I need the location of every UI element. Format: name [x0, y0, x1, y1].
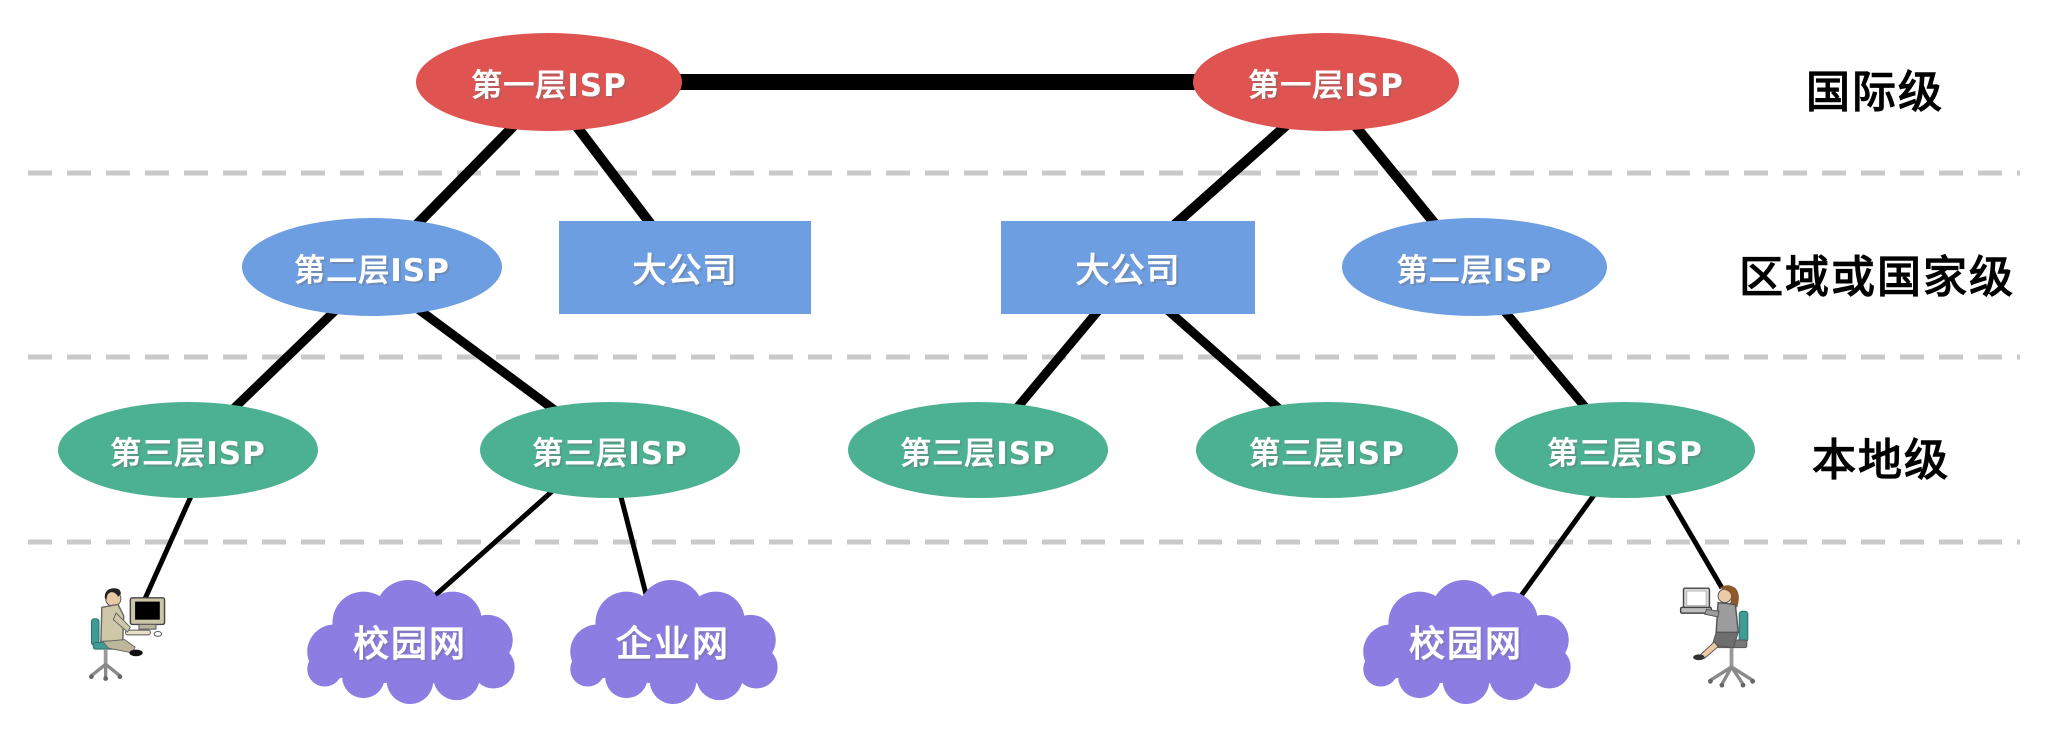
person-with-laptop-clipart	[1672, 578, 1768, 703]
node-tier2-isp-right: 第二层ISP	[1342, 218, 1607, 316]
person-at-desktop-computer-icon	[89, 588, 166, 681]
cloud-shape-icon	[570, 579, 778, 704]
tier-label-regional-national: 区域或国家级	[1739, 252, 2015, 303]
node-campus-network-right-label: 校园网	[1408, 624, 1523, 665]
node-tier3-isp-4-label: 第三层ISP	[1249, 435, 1405, 472]
node-tier3-isp-2: 第三层ISP	[480, 402, 740, 498]
tier-label-international: 国际级	[1806, 67, 1944, 118]
node-company-right-label: 大公司	[1075, 251, 1181, 291]
person-at-desktop-computer-clipart	[80, 583, 175, 700]
node-tier2-isp-left: 第二层ISP	[242, 218, 502, 316]
node-tier3-isp-1: 第三层ISP	[58, 402, 318, 498]
node-company-left: 大公司	[559, 221, 811, 314]
cloud-shape-icon	[307, 579, 515, 704]
person-with-laptop-icon	[1679, 585, 1756, 688]
node-tier3-isp-4: 第三层ISP	[1196, 402, 1458, 498]
node-tier3-isp-5: 第三层ISP	[1495, 402, 1755, 498]
node-enterprise-network-label: 企业网	[615, 624, 730, 665]
node-campus-network-left: 校园网	[292, 578, 528, 704]
node-tier2-isp-left-label: 第二层ISP	[294, 252, 450, 289]
node-tier3-isp-3-label: 第三层ISP	[900, 435, 1056, 472]
tier-label-local: 本地级	[1812, 435, 1950, 486]
node-tier3-isp-1-label: 第三层ISP	[110, 435, 266, 472]
node-tier1-isp-left-label: 第一层ISP	[471, 67, 627, 104]
node-company-left-label: 大公司	[632, 251, 738, 291]
node-enterprise-network: 企业网	[555, 578, 791, 704]
node-tier3-isp-2-label: 第三层ISP	[532, 435, 688, 472]
cloud-shape-icon	[1363, 579, 1571, 704]
node-tier3-isp-3: 第三层ISP	[848, 402, 1108, 498]
node-tier3-isp-5-label: 第三层ISP	[1547, 435, 1703, 472]
node-company-right: 大公司	[1001, 221, 1255, 314]
node-tier2-isp-right-label: 第二层ISP	[1396, 252, 1553, 289]
node-campus-network-right: 校园网	[1348, 578, 1584, 704]
node-tier1-isp-left: 第一层ISP	[416, 33, 682, 131]
node-campus-network-left-label: 校园网	[352, 624, 467, 665]
node-tier1-isp-right: 第一层ISP	[1193, 33, 1459, 131]
node-tier1-isp-right-label: 第一层ISP	[1248, 67, 1404, 104]
